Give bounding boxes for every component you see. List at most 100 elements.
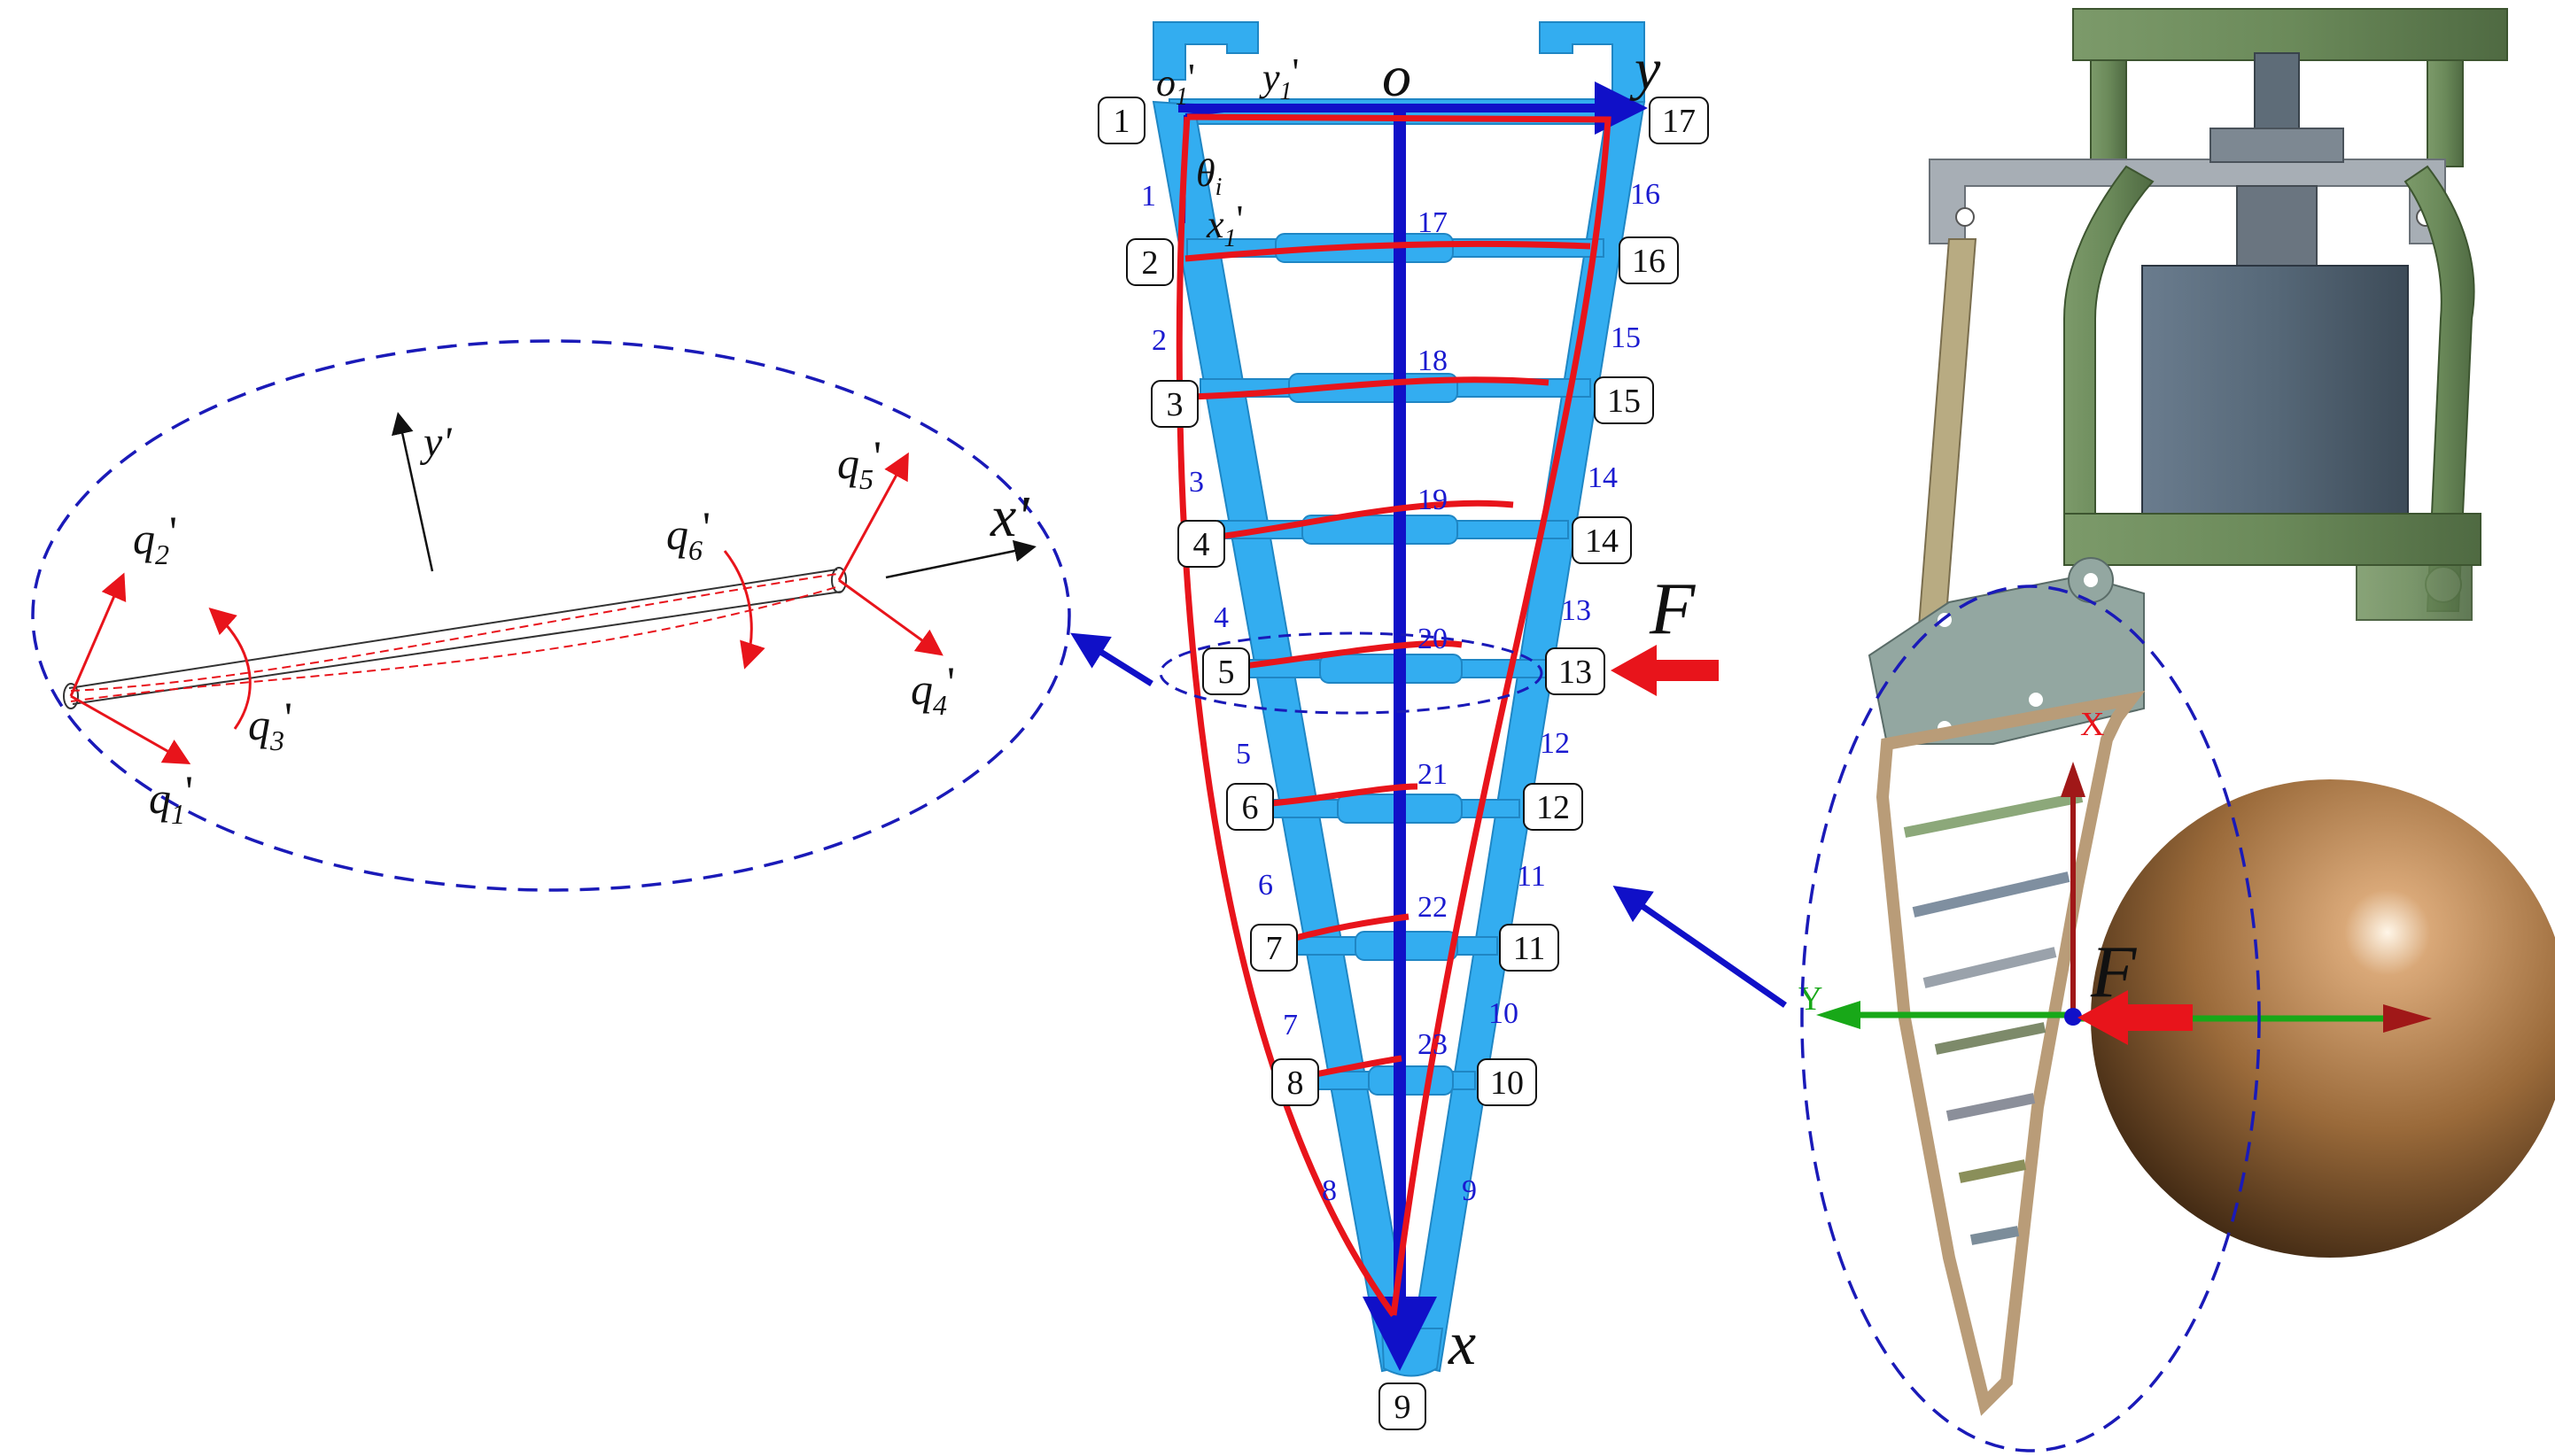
node-6: 6: [1226, 783, 1274, 831]
local-y-label: y': [419, 419, 452, 466]
svg-text:1: 1: [1141, 180, 1156, 213]
node-14: 14: [1572, 516, 1632, 564]
svg-text:19: 19: [1417, 484, 1448, 516]
svg-text:2: 2: [1152, 324, 1167, 357]
svg-text:17: 17: [1662, 103, 1696, 140]
gripper-dashed-ellipse: [1800, 585, 2261, 1452]
node-17: 17: [1649, 97, 1709, 144]
o1-label: o1': [1156, 56, 1195, 111]
svg-text:12: 12: [1540, 727, 1570, 760]
svg-text:3: 3: [1167, 386, 1184, 423]
svg-text:3: 3: [1189, 466, 1204, 499]
svg-text:9: 9: [1394, 1389, 1411, 1426]
theta-label: θi: [1196, 151, 1222, 201]
svg-text:6: 6: [1242, 789, 1259, 826]
center-force: F: [1611, 568, 1719, 696]
svg-text:23: 23: [1417, 1028, 1448, 1061]
node-labels: 1 2 3 4 5 6 7 8 9 10 11 12 13 14 15 16 1…: [1098, 97, 1709, 1430]
svg-text:11: 11: [1513, 930, 1546, 967]
node-4: 4: [1177, 520, 1225, 568]
center-force-label: F: [1649, 568, 1697, 650]
detail-pointer-arrow: [1070, 632, 1153, 686]
y1-label: y1': [1259, 50, 1299, 105]
detail-dashed-ellipse: [31, 339, 1071, 892]
node-11: 11: [1499, 924, 1559, 972]
node-2: 2: [1126, 238, 1174, 286]
svg-text:10: 10: [1488, 997, 1518, 1030]
beam-element: [63, 567, 847, 709]
node-13: 13: [1545, 647, 1605, 695]
svg-text:11: 11: [1517, 860, 1546, 893]
svg-text:12: 12: [1536, 789, 1570, 826]
svg-text:16: 16: [1630, 178, 1660, 211]
svg-text:18: 18: [1417, 345, 1448, 377]
finger-tip: [1380, 1328, 1444, 1377]
global-x-label: x: [1448, 1310, 1476, 1378]
svg-text:10: 10: [1490, 1065, 1524, 1102]
svg-text:9: 9: [1462, 1174, 1477, 1207]
beam-element-numbers: 1 2 3 4 5 6 7 8 9 10 11 12 13 14 15 16 1…: [1141, 178, 1660, 1207]
finger-left-bracket: [1153, 21, 1259, 81]
svg-text:14: 14: [1588, 461, 1618, 494]
svg-text:5: 5: [1236, 738, 1251, 771]
q6-label: q6': [666, 502, 711, 566]
node-9: 9: [1378, 1382, 1426, 1430]
origin-label: o: [1382, 44, 1411, 109]
node-15: 15: [1594, 376, 1654, 424]
svg-text:15: 15: [1611, 321, 1641, 354]
right-x-label: X: [2080, 706, 2104, 743]
q1-arrow: [70, 694, 191, 764]
q2-label: q2': [133, 507, 177, 570]
svg-text:13: 13: [1558, 654, 1592, 691]
q6-arrow: [723, 550, 765, 670]
x1-label: x1': [1206, 197, 1243, 252]
node-7: 7: [1250, 924, 1298, 972]
local-y1-axis: [1184, 105, 1263, 117]
svg-text:15: 15: [1607, 383, 1641, 420]
right-force-label: F: [2090, 931, 2138, 1013]
right-axes: X Y F: [1798, 706, 2432, 1045]
q3-label: q3': [248, 693, 292, 756]
q4-label: q4': [911, 657, 955, 721]
svg-text:4: 4: [1214, 601, 1229, 634]
global-y-label: y: [1629, 37, 1661, 102]
gripper-render: [1868, 8, 2555, 1416]
svg-text:20: 20: [1417, 623, 1448, 655]
q3-arrow: [208, 607, 252, 730]
node-10: 10: [1477, 1058, 1537, 1106]
node-1: 1: [1098, 97, 1145, 144]
svg-text:21: 21: [1417, 758, 1448, 791]
local-x-label: x': [990, 484, 1030, 549]
svg-text:1: 1: [1114, 103, 1130, 140]
svg-text:8: 8: [1322, 1174, 1337, 1207]
node-16: 16: [1619, 236, 1679, 284]
q4-arrow: [838, 578, 944, 656]
finger-right-bracket: [1539, 21, 1645, 103]
svg-text:14: 14: [1585, 523, 1619, 560]
svg-text:16: 16: [1632, 243, 1666, 280]
svg-text:13: 13: [1561, 594, 1591, 627]
svg-text:7: 7: [1283, 1009, 1298, 1042]
svg-text:17: 17: [1417, 206, 1448, 239]
node-12: 12: [1523, 783, 1583, 831]
node-5: 5: [1202, 647, 1250, 695]
local-y-axis: [392, 412, 434, 572]
svg-text:5: 5: [1218, 654, 1235, 691]
svg-text:2: 2: [1142, 244, 1159, 282]
highlight-dashed-ellipse: [1159, 631, 1543, 715]
svg-text:4: 4: [1193, 526, 1210, 563]
svg-text:7: 7: [1266, 930, 1283, 967]
local-x-axis: [885, 539, 1037, 579]
node-3: 3: [1151, 380, 1199, 428]
q2-arrow: [69, 572, 127, 697]
node-8: 8: [1271, 1058, 1319, 1106]
svg-text:22: 22: [1417, 891, 1448, 924]
beam-element-detail: y' x' q1' q2' q3' q4' q5' q6': [31, 339, 1071, 892]
svg-text:8: 8: [1287, 1065, 1304, 1102]
finger-left-beam: [1152, 100, 1417, 1373]
svg-text:6: 6: [1258, 869, 1273, 902]
finger-right-beam: [1407, 100, 1646, 1373]
q5-arrow: [837, 452, 909, 581]
q5-label: q5': [837, 431, 881, 495]
